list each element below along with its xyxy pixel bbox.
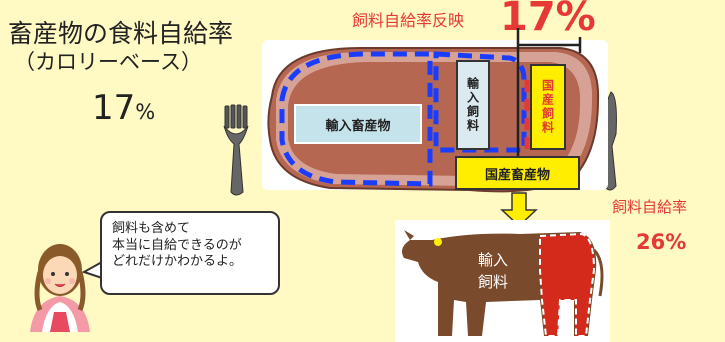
imported-livestock-box: 輸入畜産物 [294,104,422,144]
cow-illustration [395,220,610,342]
down-arrow-icon [500,192,538,228]
calorie-rate-unit: % [135,100,156,124]
fork-icon [223,104,249,196]
girl-avatar [30,244,90,332]
cow-label: 輸入 飼料 [478,251,509,291]
speech-line-1: 飼料も含めて [112,221,191,236]
calorie-rate: 17% [92,88,155,128]
feed-self-sufficiency-label: 飼料自給率 [612,198,688,216]
imported-feed-box: 輸入飼料 [456,60,490,150]
feed-reflected-label: 飼料自給率反映 [352,11,465,30]
page-title: 畜産物の食料自給率 [8,19,234,48]
feed-reflected-value: 17% [500,0,596,40]
speech-bubble: 飼料も含めて 本当に自給できるのが どれだけかわかるよ。 [100,211,280,295]
domestic-feed-box: 国産飼料 [530,64,566,150]
imported-feed-outline [433,51,527,153]
feed-self-sufficiency-value: 26% [636,230,687,254]
page-subtitle: （カロリーベース） [14,50,202,74]
imported-outline [279,51,433,187]
speech-line-2: 本当に自給できるのが [112,237,242,253]
speech-line-3: どれだけかわかるよ。 [112,254,243,270]
calorie-rate-value: 17 [92,88,136,128]
domestic-livestock-box: 国産畜産物 [455,156,580,190]
measure-bracket [516,28,582,158]
